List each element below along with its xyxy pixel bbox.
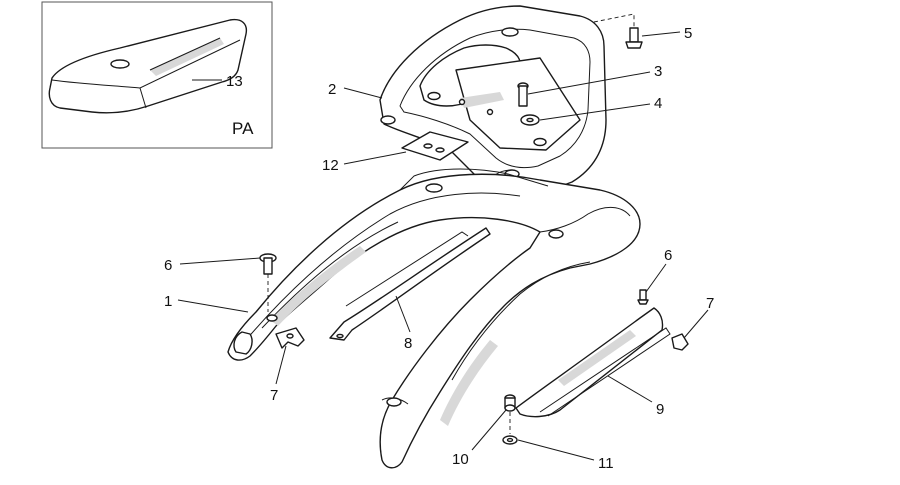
callout-7-left: 7	[270, 387, 278, 404]
callout-13: 13	[226, 73, 243, 90]
seat-inset: 13 PA	[41, 1, 273, 149]
spacer-part-10	[504, 394, 516, 412]
strip-part-8	[329, 227, 491, 341]
callout-10: 10	[452, 451, 469, 468]
clip-part-7-left	[275, 327, 305, 349]
inset-frame	[41, 1, 273, 149]
callout-11: 11	[598, 455, 614, 472]
screw-part-3	[517, 82, 529, 107]
inset-label-pa: PA	[232, 119, 254, 138]
callout-6-left: 6	[164, 257, 172, 274]
screw-part-6-right	[637, 289, 649, 305]
nut-part-11	[502, 435, 518, 445]
leader-7-right	[683, 309, 709, 339]
leader-6-right	[645, 263, 667, 293]
callout-5: 5	[684, 25, 692, 42]
mounting-line-5	[593, 13, 635, 30]
leader-11	[517, 439, 595, 461]
bolt-part-5	[625, 27, 643, 49]
leader-7-left	[275, 345, 287, 385]
callout-8: 8	[404, 335, 412, 352]
leader-6-left	[179, 257, 261, 265]
callout-12: 12	[322, 157, 339, 174]
callout-6-right: 6	[664, 247, 672, 264]
rear-rack-part-2	[379, 5, 607, 198]
callout-9: 9	[656, 401, 664, 418]
washer-part-4	[520, 114, 540, 126]
leader-5	[641, 31, 681, 37]
screw-part-6-left	[259, 253, 277, 275]
leader-2	[343, 87, 383, 99]
callout-7-right: 7	[706, 295, 714, 312]
callout-2: 2	[328, 81, 336, 98]
leader-9	[607, 375, 653, 403]
tail-fairing-part-1	[227, 168, 641, 469]
leader-3	[527, 71, 651, 95]
leader-1	[177, 299, 249, 313]
leader-12	[343, 151, 407, 165]
callout-1: 1	[164, 293, 172, 310]
strip-part-9	[515, 307, 671, 418]
callout-4: 4	[654, 95, 662, 112]
callout-3: 3	[654, 63, 662, 80]
leader-4	[539, 103, 651, 121]
seat-part-13	[48, 18, 248, 114]
leader-10	[471, 409, 507, 451]
plate-part-12	[401, 131, 469, 161]
leader-8	[395, 295, 411, 333]
